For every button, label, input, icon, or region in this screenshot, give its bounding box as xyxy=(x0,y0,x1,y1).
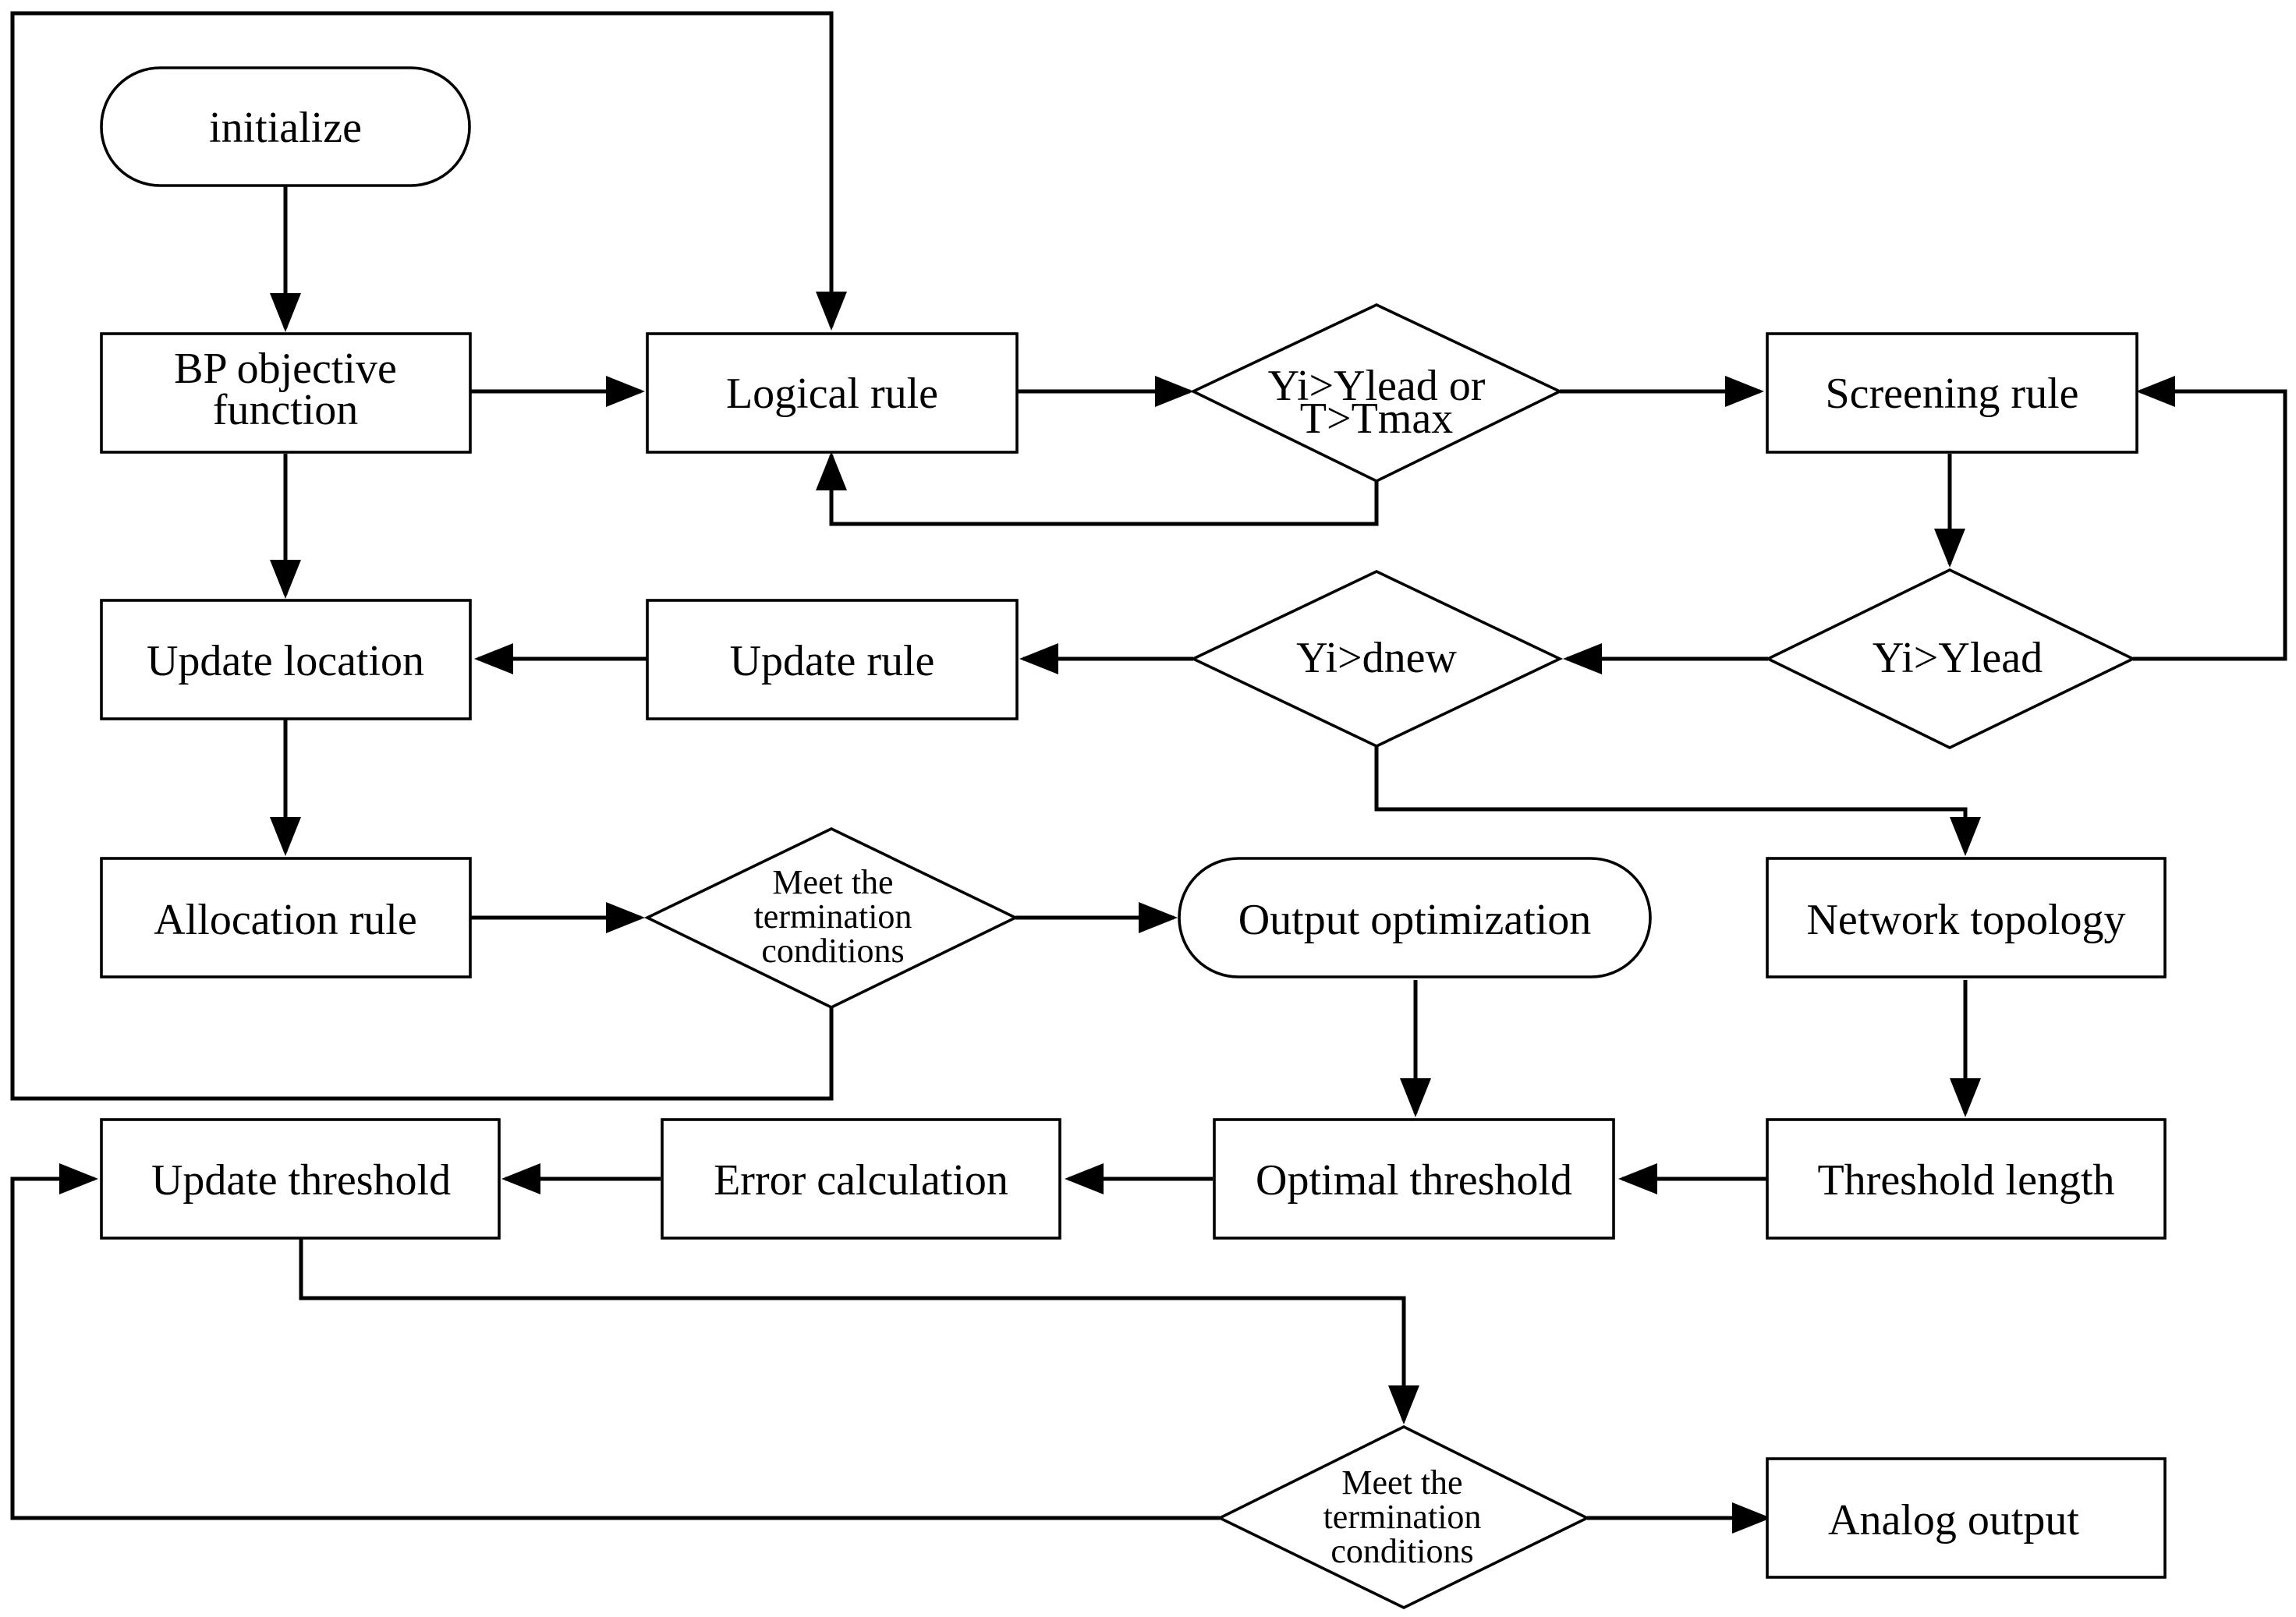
node-update-location-label: Update location xyxy=(147,637,424,685)
node-optimal-threshold-label: Optimal threshold xyxy=(1256,1156,1572,1205)
edge-update-threshold-to-meet2 xyxy=(299,1238,1419,1424)
node-meet-termination-2: Meet the termination conditions xyxy=(1216,1424,1591,1610)
node-threshold-length-label: Threshold length xyxy=(1817,1156,2114,1205)
node-threshold-length: Threshold length xyxy=(1766,1118,2167,1240)
node-bp-objective-label-2: function xyxy=(213,386,359,434)
node-decision-ylead-tmax: Yi>Ylead or T>Tmax xyxy=(1189,303,1564,483)
node-analog-output: Analog output xyxy=(1766,1457,2167,1579)
node-initialize: initialize xyxy=(100,66,471,187)
node-screening-rule: Screening rule xyxy=(1766,332,2138,454)
node-decision-ylead-label-2: T>Tmax xyxy=(1300,395,1453,443)
edge-meet2-loop-to-update-threshold xyxy=(10,1163,1220,1520)
node-bp-objective-function: BP objective function xyxy=(100,332,472,454)
node-network-topology-label: Network topology xyxy=(1806,896,2125,944)
node-output-optimization-label: Output optimization xyxy=(1238,896,1592,944)
node-decision-ylead-label-1: Yi>Ylead or xyxy=(1268,362,1486,410)
edge-decision1-loop-to-logical xyxy=(816,451,1379,526)
node-update-threshold: Update threshold xyxy=(100,1118,501,1240)
edges xyxy=(10,11,2287,1534)
node-allocation-rule: Allocation rule xyxy=(100,857,472,978)
node-meet-termination-1-label-3: conditions xyxy=(761,932,904,970)
node-update-rule-label: Update rule xyxy=(730,637,935,685)
node-logical-rule-label: Logical rule xyxy=(726,370,938,418)
node-meet-termination-2-label-2: termination xyxy=(1323,1498,1482,1536)
node-update-threshold-label: Update threshold xyxy=(151,1156,451,1205)
node-update-location: Update location xyxy=(100,599,472,720)
edge-yi-ylead-loop-to-screening xyxy=(2133,376,2287,661)
node-decision-dnew-label: Yi>dnew xyxy=(1296,634,1457,682)
node-meet-termination-1-label-2: termination xyxy=(754,897,912,936)
node-error-calculation-label: Error calculation xyxy=(714,1156,1008,1205)
node-error-calculation: Error calculation xyxy=(661,1118,1061,1240)
node-screening-rule-label: Screening rule xyxy=(1826,370,2079,418)
node-update-rule: Update rule xyxy=(646,599,1019,720)
node-logical-rule: Logical rule xyxy=(646,332,1019,454)
node-network-topology: Network topology xyxy=(1766,857,2167,978)
node-decision-yi-ylead-label: Yi>Ylead xyxy=(1873,634,2043,682)
node-meet-termination-2-label-1: Meet the xyxy=(1341,1463,1462,1502)
node-meet-termination-2-label-3: conditions xyxy=(1330,1532,1473,1570)
node-decision-yi-ylead: Yi>Ylead xyxy=(1764,568,2137,750)
node-initialize-label: initialize xyxy=(209,104,362,152)
node-analog-output-label: Analog output xyxy=(1828,1496,2079,1544)
node-bp-objective-label-1: BP objective xyxy=(174,345,397,393)
edge-dnew-to-network-topology xyxy=(1374,746,1981,856)
node-output-optimization: Output optimization xyxy=(1178,857,1652,978)
node-allocation-rule-label: Allocation rule xyxy=(154,896,416,944)
nodes: initialize BP objective function Logical… xyxy=(100,66,2167,1610)
node-optimal-threshold: Optimal threshold xyxy=(1213,1118,1615,1240)
edge-meet1-loop-to-logical xyxy=(10,11,847,1101)
node-decision-dnew: Yi>dnew xyxy=(1189,570,1564,748)
node-meet-termination-1: Meet the termination conditions xyxy=(643,827,1019,1010)
node-meet-termination-1-label-1: Meet the xyxy=(772,863,893,901)
